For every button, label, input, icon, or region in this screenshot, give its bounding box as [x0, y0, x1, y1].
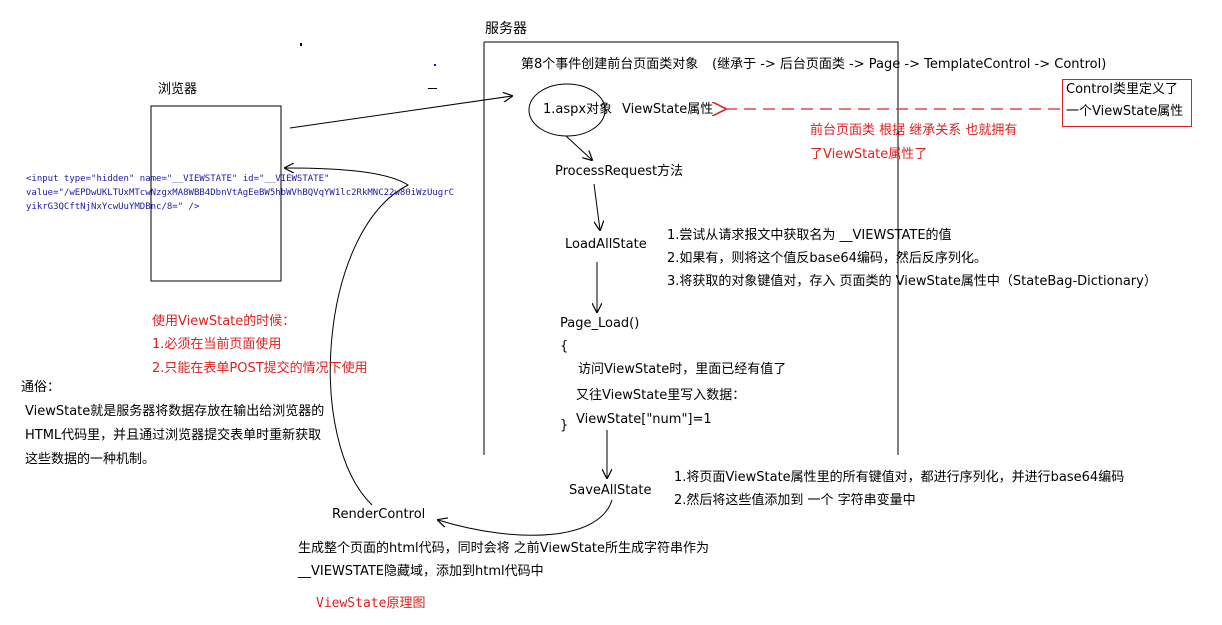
stray-dot — [300, 43, 302, 46]
page-load-close-brace: } — [560, 418, 569, 433]
page-load-line-2: 又往ViewState里写入数据： — [576, 388, 746, 403]
usage-note-line-2: 2.只能在表单POST提交的情况下使用 — [152, 361, 368, 376]
control-box-line-2: 一个ViewState属性 — [1066, 104, 1184, 119]
server-box — [483, 41, 899, 455]
page-load-line-3: ViewState["num"]=1 — [576, 412, 712, 427]
load-note-3: 3.将获取的对象键值对，存入 页面类的 ViewState属性中（StateBa… — [667, 274, 1157, 289]
browser-box — [150, 105, 282, 282]
save-all-state-label: SaveAllState — [569, 483, 652, 498]
control-class-box — [1062, 79, 1192, 127]
stray-dot-blue — [434, 64, 436, 66]
arrow-processrequest-to-loadallstate — [593, 183, 600, 230]
usage-note-title: 使用ViewState的时候： — [152, 314, 296, 329]
hidden-input-line-1: <input type="hidden" name="__VIEWSTATE" … — [26, 174, 330, 184]
page-load-title: Page_Load() — [560, 316, 640, 331]
plain-note-line-1: ViewState就是服务器将数据存放在输出给浏览器的 — [25, 404, 325, 419]
hidden-input-line-3: yikrG3QCftNjNxYcwUuYMDBnc/8=" /> — [26, 202, 200, 212]
hidden-input-line-2: value="/wEPDwUKLTUxMTcwNzgxMA8WBB4DbnVtA… — [26, 188, 455, 198]
load-note-2: 2.如果有，则将这个值反base64编码，然后反序列化。 — [667, 251, 987, 266]
save-note-1: 1.将页面ViewState属性里的所有键值对，都进行序列化，并进行base64… — [674, 470, 1125, 485]
diagram-caption: ViewState原理图 — [316, 596, 426, 611]
arrow-rendercontrol-to-browser — [285, 168, 409, 506]
render-note-1: 生成整个页面的html代码，同时会将 之前ViewState所生成字符串作为 — [298, 541, 710, 556]
process-request-label: ProcessRequest方法 — [555, 164, 684, 179]
inherit-note-2: 了ViewState属性了 — [810, 147, 928, 162]
arrow-aspx-to-processrequest — [565, 135, 592, 160]
arrow-saveallstate-to-rendercontrol — [438, 499, 613, 536]
aspx-ellipse — [528, 83, 606, 137]
aspx-object-label: 1.aspx对象 — [543, 102, 613, 117]
render-note-2: __VIEWSTATE隐藏域，添加到html代码中 — [298, 564, 544, 579]
arrow-browser-to-aspx — [289, 96, 512, 129]
usage-note-line-1: 1.必须在当前页面使用 — [152, 337, 282, 352]
load-note-1: 1.尝试从请求报文中获取名为 __VIEWSTATE的值 — [667, 228, 952, 243]
viewstate-prop-label: ViewState属性 — [622, 102, 714, 117]
render-control-label: RenderControl — [332, 507, 426, 522]
page-load-open-brace: { — [560, 339, 569, 354]
page-load-line-1: 访问ViewState时，里面已经有值了 — [578, 362, 787, 377]
browser-title: 浏览器 — [158, 82, 198, 97]
plain-note-line-2: HTML代码里，并且通过浏览器提交表单时重新获取 — [25, 428, 322, 443]
server-title: 服务器 — [485, 21, 527, 37]
plain-note-line-3: 这些数据的一种机制。 — [25, 452, 156, 467]
plain-note-title: 通俗： — [21, 380, 61, 395]
stray-dash — [428, 88, 437, 89]
event-line: 第8个事件创建前台页面类对象 — [521, 57, 699, 72]
save-note-2: 2.然后将这些值添加到 一个 字符串变量中 — [674, 493, 916, 508]
load-all-state-label: LoadAllState — [565, 237, 647, 252]
control-box-line-1: Control类里定义了 — [1066, 82, 1178, 97]
inherit-note-1: 前台页面类 根据 继承关系 也就拥有 — [810, 123, 1018, 138]
inherit-line: (继承于 -> 后台页面类 -> Page -> TemplateControl… — [712, 57, 1107, 72]
